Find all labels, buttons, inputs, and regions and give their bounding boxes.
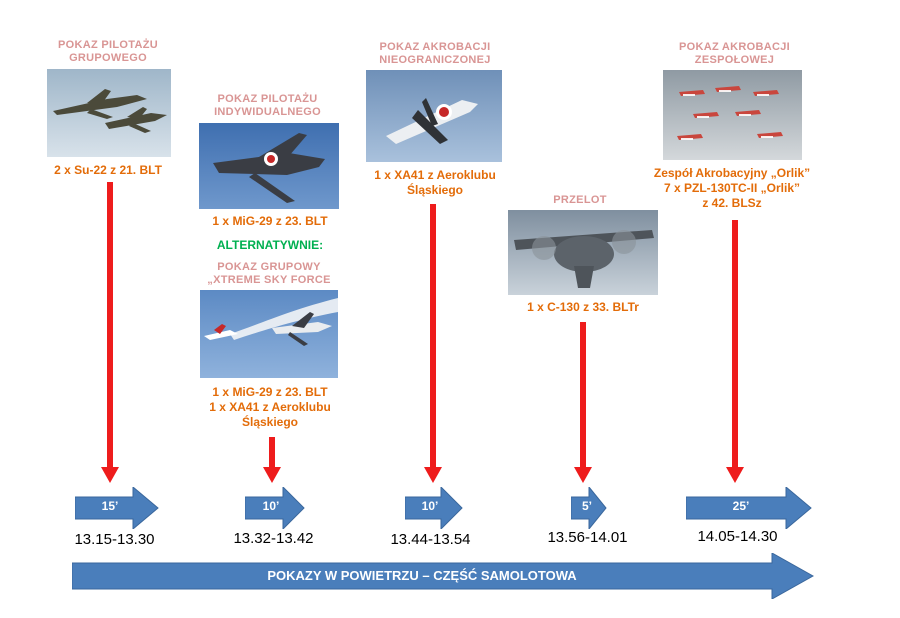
duration-label-1: 15’ (101, 499, 119, 513)
su-22-pair-photo (47, 69, 171, 157)
duration-arrow-3 (405, 487, 463, 529)
duration-arrow-4 (571, 487, 607, 529)
alternative-title: POKAZ GRUPOWY „XTREME SKY FORCE (207, 261, 331, 286)
segment-4-connector-head (574, 467, 592, 483)
segment-1-connector (107, 182, 113, 468)
orlik-team-photo (663, 70, 802, 160)
xa41-aerobatic-photo (366, 70, 502, 162)
alternative-label: ALTERNATYWNIE: (216, 238, 324, 252)
segment-3-caption: 1 x XA41 z Aeroklubu Śląskiego (374, 168, 496, 197)
segment-5-caption: Zespół Akrobacyjny „Orlik” 7 x PZL-130TC… (653, 166, 811, 210)
time-2: 13.32-13.42 (233, 530, 314, 547)
segment-4-title: PRZELOT (553, 194, 607, 206)
c-130-photo (508, 210, 658, 295)
segment-3-connector-head (424, 467, 442, 483)
main-timeline-arrow (72, 553, 814, 599)
segment-3-connector (430, 204, 436, 468)
mig-29-xa41-formation-photo (200, 290, 338, 378)
mig-29-photo (199, 123, 339, 209)
duration-arrow-2 (245, 487, 305, 529)
segment-2-connector-head (263, 467, 281, 483)
duration-label-5: 25’ (732, 499, 750, 513)
segment-1-connector-head (101, 467, 119, 483)
segment-5-title: POKAZ AKROBACJI ZESPOŁOWEJ (678, 41, 791, 66)
alternative-caption: 1 x MiG-29 z 23. BLT 1 x XA41 z Aeroklub… (209, 385, 331, 429)
segment-2-title: POKAZ PILOTAŻU INDYWIDUALNEGO (214, 93, 321, 118)
segment-2-caption: 1 x MiG-29 z 23. BLT (212, 214, 328, 228)
duration-arrow-5 (686, 487, 812, 529)
segment-5-connector (732, 220, 738, 468)
duration-arrow-1 (75, 487, 159, 529)
segment-5-connector-head (726, 467, 744, 483)
time-1: 13.15-13.30 (74, 531, 155, 548)
segment-2-connector (269, 437, 275, 468)
segment-4-caption: 1 x C-130 z 33. BLTr (527, 300, 639, 314)
duration-label-2: 10’ (262, 499, 280, 513)
duration-label-4: 5’ (581, 499, 592, 513)
main-timeline-label: POKAZY W POWIETRZU – CZĘŚĆ SAMOLOTOWA (267, 568, 577, 583)
segment-1-caption: 2 x Su-22 z 21. BLT (54, 163, 162, 177)
segment-4-connector (580, 322, 586, 468)
duration-label-3: 10’ (421, 499, 439, 513)
time-3: 13.44-13.54 (390, 531, 471, 548)
segment-1-title: POKAZ PILOTAŻU GRUPOWEGO (58, 39, 158, 64)
time-5: 14.05-14.30 (697, 528, 778, 545)
time-4: 13.56-14.01 (547, 529, 628, 546)
segment-3-title: POKAZ AKROBACJI NIEOGRANICZONEJ (379, 41, 491, 66)
